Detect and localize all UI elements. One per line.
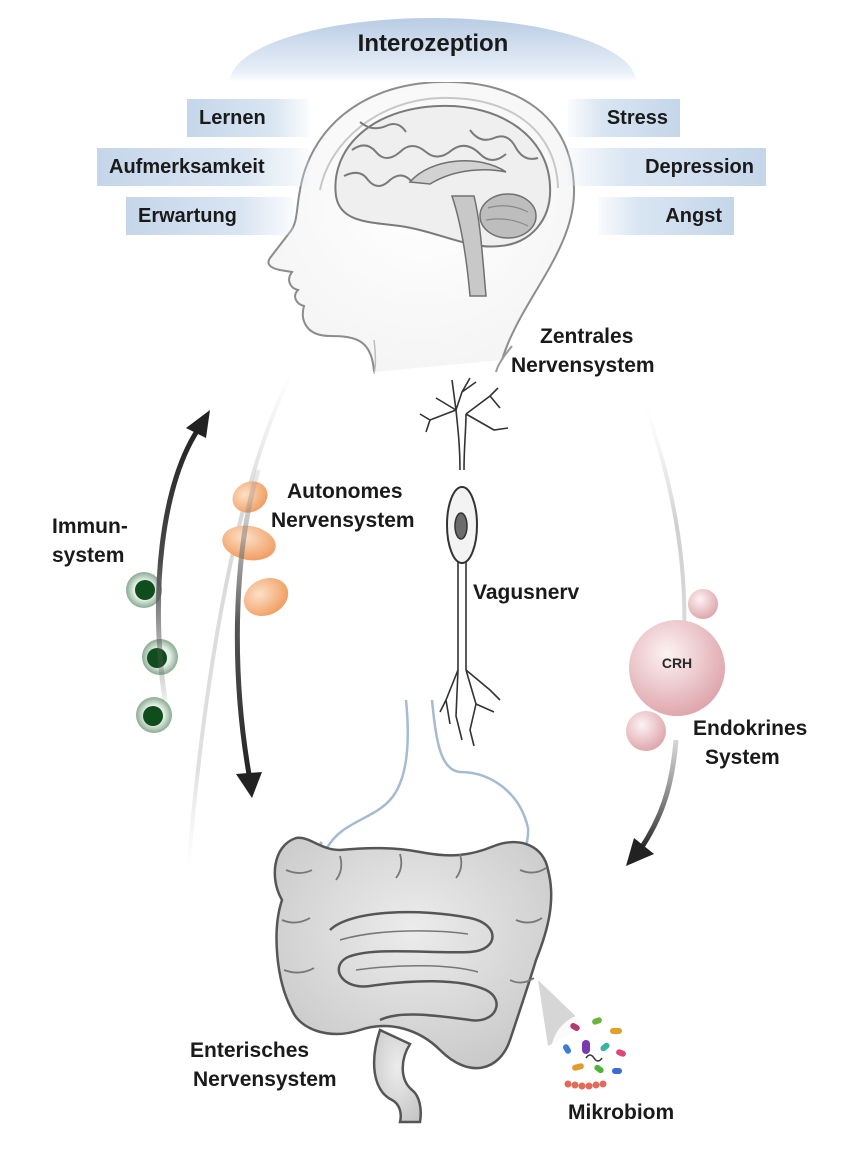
endocrine-cell: [626, 711, 666, 751]
vagus-label: Vagusnerv: [473, 581, 580, 604]
arrow-endocrine-down-head: [626, 838, 654, 866]
autonomic-cell: [222, 525, 276, 561]
ans-label-line2: Nervensystem: [271, 509, 415, 532]
factor-label: Aufmerksamkeit: [109, 156, 265, 178]
endocrine-cells: [626, 589, 725, 751]
factor-label: Angst: [665, 205, 722, 227]
immune-label-line2: system: [52, 544, 125, 567]
factor-box-lernen: Lernen: [187, 99, 309, 137]
endocrine-label-line2: System: [705, 746, 780, 769]
factor-label: Erwartung: [138, 205, 237, 227]
arrow-immune-up: [155, 422, 205, 701]
arrow-immune-up-head: [186, 410, 210, 438]
intestine-icon: [273, 836, 553, 1124]
human-head-brain-icon: [267, 80, 576, 375]
bacteria-cluster-icon: [551, 1013, 631, 1093]
page-title: Interozeption: [357, 30, 509, 57]
factor-box-erwartung: Erwartung: [126, 197, 293, 235]
factor-label: Depression: [645, 156, 754, 178]
factor-box-depression: Depression: [568, 148, 766, 186]
immune-label: Immun-: [52, 515, 128, 538]
neuron-icon: [419, 377, 509, 747]
endocrine-cell: [688, 589, 718, 619]
ens-label: Enterisches: [190, 1039, 310, 1062]
factor-box-angst: Angst: [598, 197, 734, 235]
cns-label-line2: Nervensystem: [511, 354, 655, 377]
autonomic-cell: [243, 578, 289, 616]
autonomic-cells: [222, 481, 289, 616]
ens-label-line2: Nervensystem: [193, 1068, 337, 1091]
arrow-endocrine-down: [637, 739, 679, 852]
immune-cells: [126, 572, 178, 733]
arrow-autonomic-down-head: [236, 772, 262, 798]
ans-label: Autonomes: [287, 480, 403, 503]
factor-label: Stress: [606, 107, 668, 129]
arrow-autonomic-down: [234, 469, 261, 781]
factor-label: Lernen: [199, 107, 266, 129]
crh-cell: [629, 620, 725, 716]
endocrine-label: Endokrines: [693, 717, 808, 740]
microbiome-label: Mikrobiom: [568, 1101, 675, 1124]
left-loop-arc: [186, 371, 294, 871]
factor-box-aufmerksamkeit: Aufmerksamkeit: [97, 148, 309, 186]
crh-label: CRH: [661, 655, 693, 671]
factor-box-stress: Stress: [568, 99, 680, 137]
cns-label: Zentrales: [540, 325, 634, 348]
